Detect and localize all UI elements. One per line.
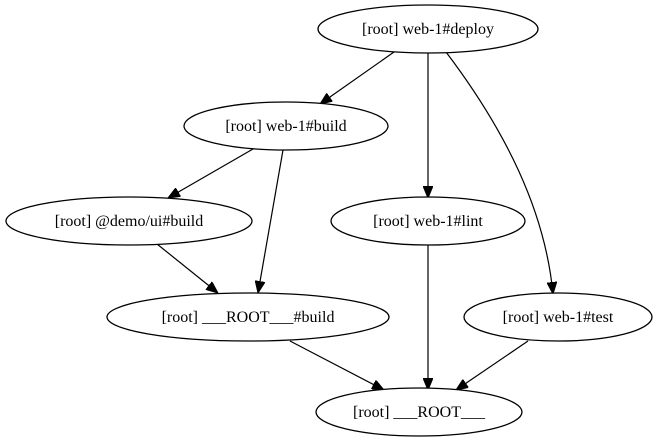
node-demo-build[interactable]: [root] @demo/ui#build xyxy=(5,196,253,246)
node-root-build-label: [root] ___ROOT___#build xyxy=(162,309,335,326)
node-deploy[interactable]: [root] web-1#deploy xyxy=(317,4,539,54)
edges xyxy=(156,51,553,390)
edge-root-build-to-root xyxy=(289,340,384,390)
node-test-label: [root] web-1#test xyxy=(503,309,614,326)
edge-build-to-demo-build xyxy=(168,148,254,198)
node-lint[interactable]: [root] web-1#lint xyxy=(330,196,526,246)
edge-test-to-root xyxy=(456,340,529,390)
node-root-build[interactable]: [root] ___ROOT___#build xyxy=(106,292,390,342)
edge-build-to-root-build xyxy=(258,149,284,293)
node-build-label: [root] web-1#build xyxy=(225,118,346,135)
node-root-label: [root] ___ROOT___ xyxy=(353,404,486,421)
edge-deploy-to-test xyxy=(445,51,553,294)
node-test[interactable]: [root] web-1#test xyxy=(463,292,653,342)
node-deploy-label: [root] web-1#deploy xyxy=(362,21,494,38)
edge-deploy-to-build xyxy=(320,51,395,104)
node-demo-build-label: [root] @demo/ui#build xyxy=(55,213,204,230)
node-root[interactable]: [root] ___ROOT___ xyxy=(315,387,523,437)
node-lint-label: [root] web-1#lint xyxy=(373,213,483,230)
edge-demo-build-to-root-build xyxy=(156,243,218,293)
node-build[interactable]: [root] web-1#build xyxy=(183,101,389,151)
